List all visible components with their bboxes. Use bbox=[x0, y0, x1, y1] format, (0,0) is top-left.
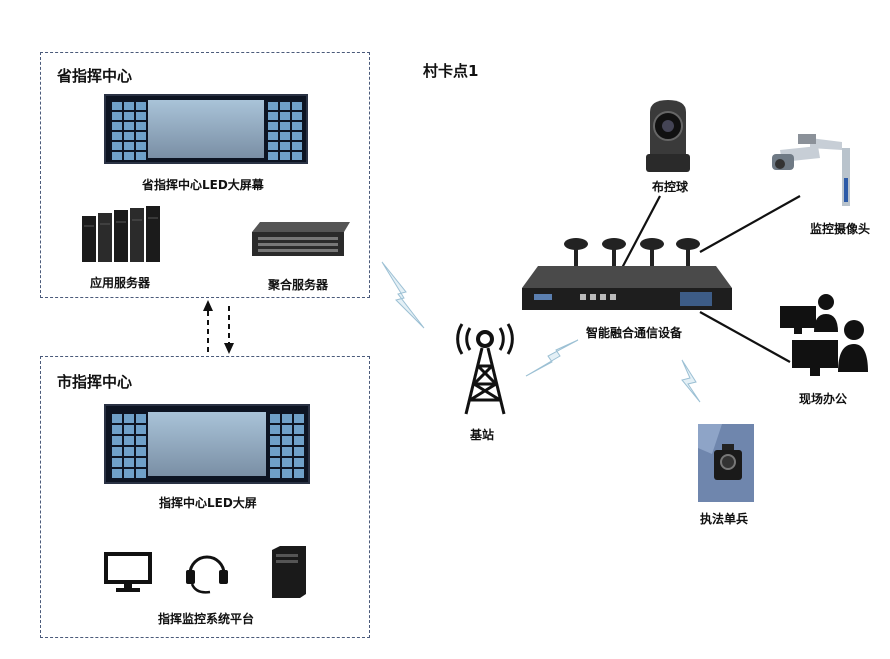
sync-arrows-icon bbox=[203, 300, 234, 354]
headset-icon bbox=[186, 555, 228, 594]
lightning-icon bbox=[525, 339, 579, 377]
city-screen-label: 指挥中心LED大屏 bbox=[159, 496, 257, 510]
led-wall-icon bbox=[104, 404, 310, 484]
led-wall-icon bbox=[104, 94, 308, 164]
officer-label: 执法单兵 bbox=[700, 512, 749, 526]
communication-device-icon bbox=[522, 238, 732, 310]
device-label: 智能融合通信设备 bbox=[586, 326, 683, 340]
ptz-camera-label: 布控球 bbox=[652, 180, 689, 194]
base-station-label: 基站 bbox=[470, 428, 495, 442]
server2-label: 聚合服务器 bbox=[268, 278, 329, 292]
city-command-center: 市指挥中心 bbox=[40, 356, 370, 638]
cctv-camera-icon bbox=[772, 134, 850, 206]
aggregation-server-icon bbox=[252, 222, 350, 256]
province-title: 省指挥中心 bbox=[57, 67, 133, 85]
pc-tower-icon bbox=[272, 546, 306, 598]
ptz-dome-icon bbox=[646, 100, 690, 172]
body-camera-icon bbox=[698, 424, 754, 502]
lightning-icon bbox=[381, 261, 425, 329]
province-screen-label: 省指挥中心LED大屏幕 bbox=[142, 178, 264, 192]
province-command-center: 省指挥中心 bbox=[40, 52, 370, 298]
lightning-icon bbox=[681, 359, 701, 403]
server-rack-icon bbox=[82, 206, 160, 262]
server1-label: 应用服务器 bbox=[90, 276, 151, 290]
monitor-camera-label: 监控摄像头 bbox=[810, 222, 871, 236]
workstation-icon bbox=[780, 294, 868, 376]
monitor-icon bbox=[104, 552, 152, 592]
platform-label: 指挥监控系统平台 bbox=[158, 612, 255, 626]
tower-icon bbox=[456, 323, 514, 415]
village-title: 村卡点1 bbox=[423, 62, 479, 80]
city-title: 市指挥中心 bbox=[57, 373, 133, 391]
field-office-label: 现场办公 bbox=[799, 392, 848, 406]
